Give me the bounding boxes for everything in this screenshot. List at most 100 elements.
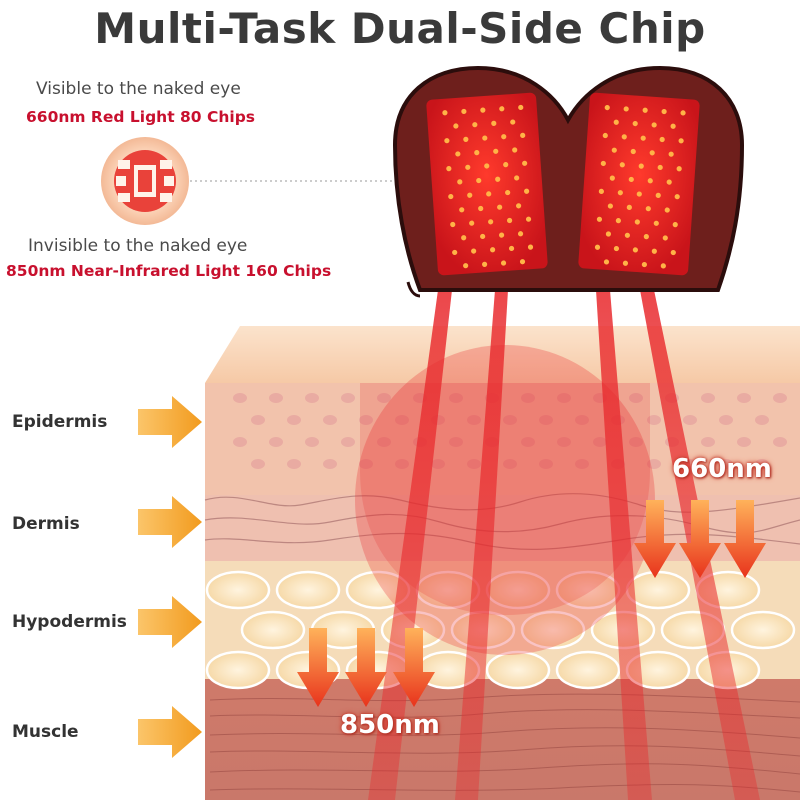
led-chip: [638, 163, 644, 169]
nir-light-spec: 850nm Near-Infrared Light 160 Chips: [6, 262, 332, 280]
led-chip: [657, 164, 663, 171]
led-chip: [676, 166, 682, 172]
led-chip: [476, 177, 482, 184]
led-chip: [469, 220, 475, 226]
led-chip: [467, 192, 473, 198]
led-chip: [505, 189, 511, 196]
fat-cell: [555, 650, 621, 690]
led-chip: [600, 160, 606, 167]
led-chip: [642, 107, 648, 113]
skin-cell: [737, 393, 751, 403]
fat-cell: [205, 570, 271, 610]
page-title: Multi-Task Dual-Side Chip: [94, 4, 706, 53]
led-chip: [500, 260, 507, 266]
fat-cell: [625, 570, 691, 610]
led-chip: [607, 203, 613, 209]
led-chip: [605, 231, 612, 237]
skin-cell: [539, 415, 553, 425]
arrow-right-icon: [138, 706, 202, 758]
skin-cell: [395, 459, 409, 469]
skin-cell: [539, 459, 553, 469]
led-chip: [463, 136, 469, 142]
skin-cell: [557, 437, 571, 447]
led-chip: [628, 176, 634, 183]
skin-cell: [647, 415, 661, 425]
led-chip: [661, 108, 667, 115]
skin-cell: [395, 415, 409, 425]
label-hypodermis: Hypodermis: [12, 612, 127, 632]
led-chip: [461, 108, 467, 115]
led-chip: [623, 106, 629, 112]
led-chip: [461, 235, 467, 241]
led-chip: [503, 162, 509, 168]
arrow-down-icon: [345, 628, 387, 707]
led-chip: [472, 122, 478, 128]
led-chip: [481, 261, 488, 267]
led-chip: [660, 263, 666, 269]
arrow-down-icon: [393, 628, 435, 707]
led-chip: [666, 179, 672, 185]
led-chip: [478, 205, 484, 212]
led-chip: [508, 245, 515, 252]
led-chip: [480, 107, 486, 113]
led-chip: [604, 104, 610, 111]
skin-cell: [251, 459, 265, 469]
wavelength-850-label: 850nm: [340, 710, 440, 740]
skin-cell: [521, 437, 535, 447]
led-chip: [619, 162, 625, 168]
skin-cell: [467, 415, 481, 425]
led-chip: [497, 204, 503, 210]
led-chip: [613, 119, 619, 125]
led-chip: [452, 249, 458, 256]
skin-cell: [593, 437, 607, 447]
skin-cell: [449, 393, 463, 403]
led-chip: [459, 207, 465, 213]
led-chip: [613, 245, 620, 252]
led-chip: [643, 234, 649, 240]
skin-cell: [467, 459, 481, 469]
led-chip: [463, 263, 469, 269]
skin-cell: [629, 437, 643, 447]
led-chip: [609, 175, 615, 181]
led-chip: [499, 106, 505, 112]
led-chip: [450, 221, 456, 228]
led-chip: [457, 179, 463, 185]
label-dermis: Dermis: [12, 514, 80, 534]
led-chip: [678, 138, 684, 144]
led-chip: [480, 233, 486, 240]
skin-cell: [269, 437, 283, 447]
led-panel-right: [578, 92, 700, 276]
led-chip: [465, 164, 471, 170]
skin-cell: [575, 459, 589, 469]
arrow-down-icon: [724, 500, 766, 578]
led-chip: [632, 247, 638, 253]
skin-cell: [323, 415, 337, 425]
led-chip: [626, 204, 632, 210]
led-chip: [474, 150, 480, 156]
led-chip: [484, 163, 490, 169]
fat-cell: [730, 610, 796, 650]
skin-cell: [647, 459, 661, 469]
led-chip: [645, 206, 651, 212]
beam: [455, 290, 508, 800]
led-chip: [490, 247, 496, 253]
led-chip: [680, 110, 686, 116]
led-chip: [670, 249, 676, 256]
label-muscle: Muscle: [12, 722, 79, 742]
led-chip: [520, 132, 526, 138]
skin-cell: [503, 459, 517, 469]
led-chip: [516, 203, 522, 209]
skin-cell: [359, 459, 373, 469]
led-chip: [522, 160, 528, 166]
epidermis-layer: [205, 383, 800, 495]
led-chip: [662, 235, 668, 241]
skin-cell: [557, 393, 571, 403]
nir-light-caption: Invisible to the naked eye: [28, 236, 248, 256]
light-therapy-device: [392, 65, 745, 298]
skin-cell: [323, 459, 337, 469]
arrow-down-icon: [679, 500, 721, 578]
led-panel-left: [426, 92, 548, 276]
led-chip: [453, 123, 459, 129]
skin-cell: [233, 437, 247, 447]
